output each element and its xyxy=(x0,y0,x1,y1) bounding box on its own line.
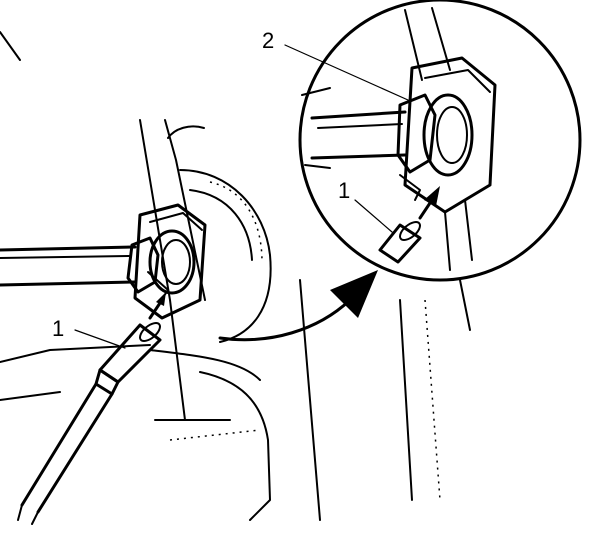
shaft xyxy=(0,245,137,287)
detail-view: 1 2 xyxy=(262,0,582,282)
detail-probe-tool xyxy=(378,221,422,264)
leader-line-tool-detail xyxy=(354,199,393,233)
detail-arrow-up-icon xyxy=(418,186,440,220)
lower-housing xyxy=(299,279,471,521)
callout-label-1-main: 1 xyxy=(52,316,64,341)
probe-tool xyxy=(17,322,162,525)
callout-label-2: 2 xyxy=(262,28,274,53)
arrow-up-icon xyxy=(148,292,166,320)
callout-label-1-detail: 1 xyxy=(338,178,350,203)
detail-circle xyxy=(298,0,582,282)
detail-hex-nut xyxy=(396,56,497,214)
housing-outline xyxy=(0,31,272,521)
hex-nut xyxy=(126,203,207,320)
curved-arrow-icon xyxy=(218,270,378,342)
leader-line-nut xyxy=(284,44,409,101)
leader-line-tool-main xyxy=(74,329,126,349)
main-view: 1 xyxy=(0,31,272,525)
detail-shaft xyxy=(310,110,407,160)
detail-housing xyxy=(301,7,473,271)
